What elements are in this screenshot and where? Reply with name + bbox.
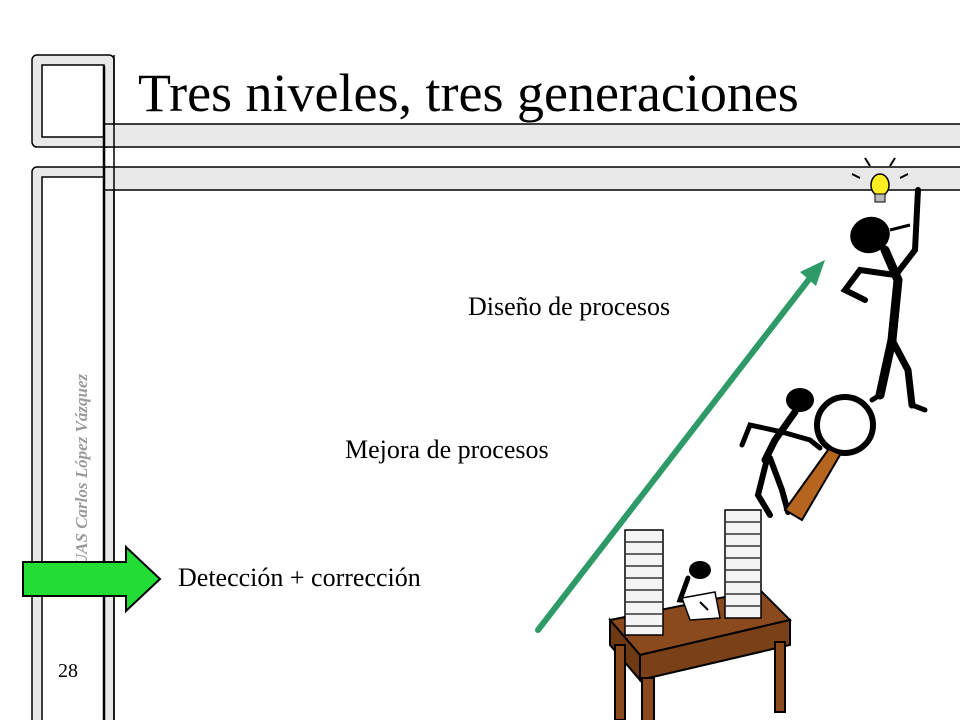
paper-stacks-icon — [624, 509, 762, 636]
thinker-icon — [840, 187, 928, 413]
current-level-arrow-icon — [22, 544, 162, 614]
progress-arrow-icon — [535, 260, 825, 633]
inspector-icon — [739, 388, 876, 522]
generations-illustration — [608, 157, 928, 720]
desk-worker-icon — [676, 561, 721, 621]
level-detection-correction: Detección + corrección — [178, 563, 421, 592]
level-process-design: Diseño de procesos — [468, 292, 671, 321]
slide-title: Tres niveles, tres generaciones — [138, 63, 799, 123]
page-number: 28 — [58, 660, 78, 682]
level-process-improvement: Mejora de procesos — [345, 435, 549, 464]
lightbulb-icon — [851, 157, 909, 203]
